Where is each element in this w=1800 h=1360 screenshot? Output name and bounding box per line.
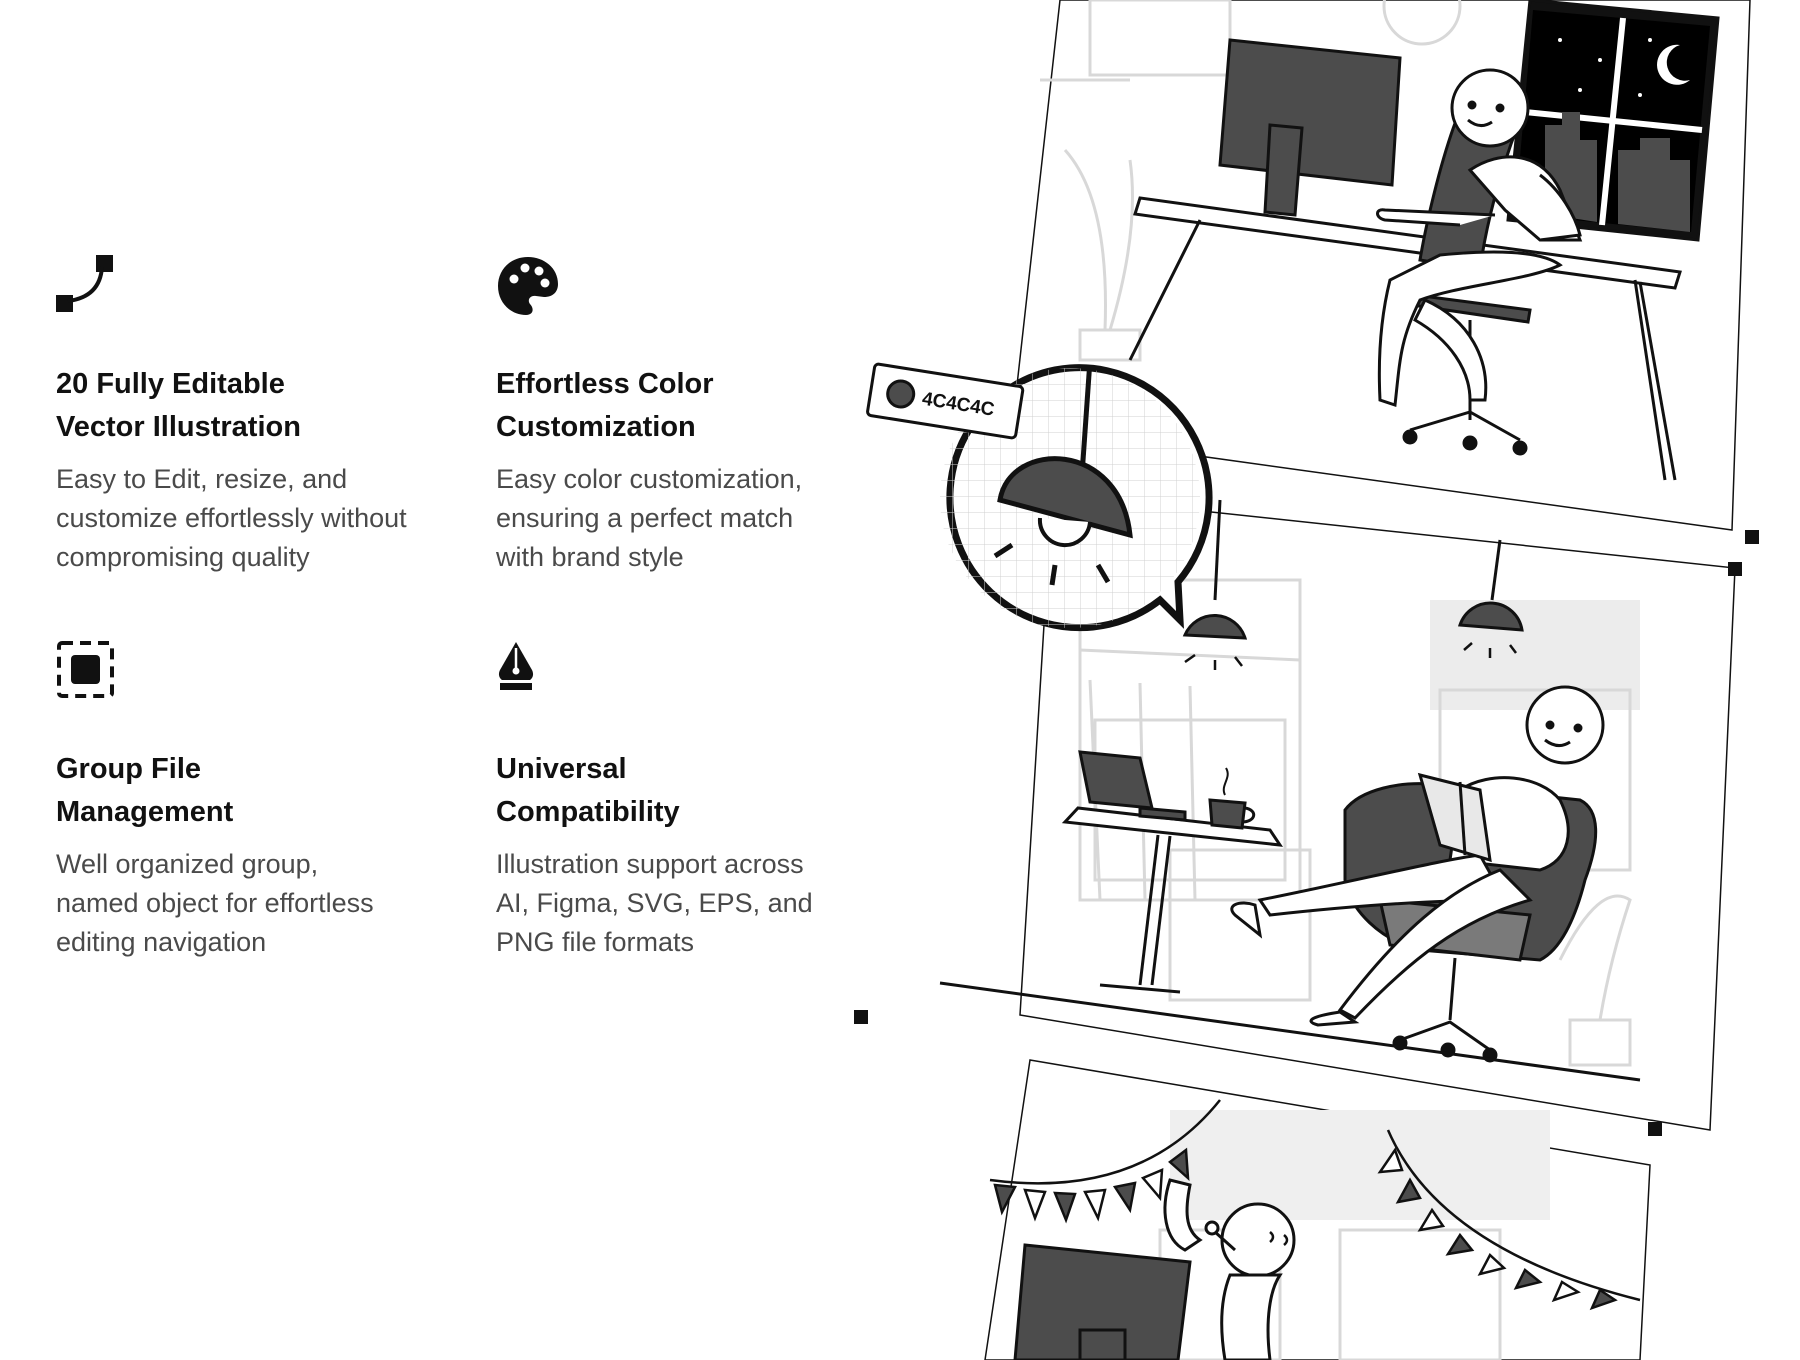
bunting-left <box>989 1099 1221 1224</box>
person-working <box>1376 68 1583 408</box>
feature-desc-line: with brand style <box>496 542 684 572</box>
magnifier-callout <box>940 364 1213 632</box>
feature-description: Easy color customization, ensuring a per… <box>496 460 916 577</box>
feature-title-line: Management <box>56 796 234 828</box>
feature-desc-line: Well organized group, <box>56 849 319 879</box>
color-swatch[interactable] <box>886 379 916 409</box>
feature-description: Easy to Edit, resize, and customize effo… <box>56 460 476 577</box>
selection-handle[interactable] <box>1728 562 1742 576</box>
selection-handle[interactable] <box>1745 530 1759 544</box>
feature-title: Universal Compatibility <box>496 748 680 834</box>
person-reading <box>1230 685 1605 1027</box>
illustration-card-working-night <box>1011 0 1751 531</box>
feature-desc-line: Easy to Edit, resize, and <box>56 464 348 494</box>
pendant-lamp <box>1182 499 1248 670</box>
monitor <box>1013 1243 1192 1360</box>
pendant-lamp <box>1457 539 1524 658</box>
bunting-right <box>1377 1129 1641 1311</box>
feature-desc-line: Illustration support across <box>496 849 804 879</box>
feature-description: Well organized group, named object for e… <box>56 845 476 962</box>
feature-title: Effortless Color Customization <box>496 363 714 449</box>
illustration-card-reading <box>939 494 1736 1131</box>
pen-tool-icon <box>498 642 534 690</box>
feature-title-line: Group File <box>56 753 201 785</box>
color-palette-icon <box>498 257 558 315</box>
feature-title-line: Effortless Color <box>496 368 714 400</box>
feature-title-line: 20 Fully Editable <box>56 368 285 400</box>
feature-desc-line: AI, Figma, SVG, EPS, and <box>496 888 813 918</box>
selection-handle[interactable] <box>854 1010 868 1024</box>
feature-desc-line: Easy color customization, <box>496 464 803 494</box>
bezier-curve-icon <box>56 255 113 312</box>
group-selection-icon <box>57 641 114 698</box>
selection-handle[interactable] <box>1648 1122 1662 1136</box>
illustration-preview: 4C4C4C <box>854 0 1759 1360</box>
feature-desc-line: PNG file formats <box>496 927 695 957</box>
feature-description: Illustration support across AI, Figma, S… <box>496 845 916 962</box>
side-table <box>1061 750 1284 994</box>
feature-title-line: Vector Illustration <box>56 411 301 443</box>
feature-desc-line: ensuring a perfect match <box>496 503 794 533</box>
night-window <box>1506 0 1720 242</box>
feature-title-line: Universal <box>496 753 627 785</box>
office-chair <box>1402 108 1532 456</box>
person-celebrating <box>1163 1178 1296 1360</box>
feature-desc-line: customize effortlessly without <box>56 503 407 533</box>
monitor <box>1218 38 1402 217</box>
feature-title: 20 Fully Editable Vector Illustration <box>56 363 301 449</box>
color-swatch-tag[interactable]: 4C4C4C <box>866 362 1025 440</box>
illustration-card-celebration <box>984 1059 1651 1360</box>
feature-title: Group File Management <box>56 748 233 834</box>
feature-desc-line: editing navigation <box>56 927 267 957</box>
feature-desc-line: compromising quality <box>56 542 310 572</box>
feature-desc-line: named object for effortless <box>56 888 374 918</box>
feature-title-line: Customization <box>496 411 696 443</box>
feature-title-line: Compatibility <box>496 796 680 828</box>
